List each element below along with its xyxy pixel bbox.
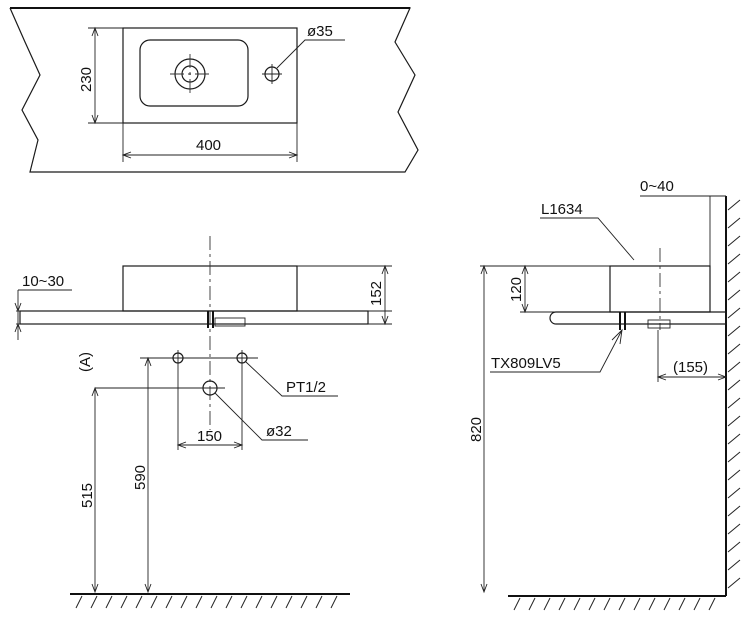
front-view-marker-a: (A): [77, 352, 94, 372]
top-view-width-label: 400: [196, 137, 221, 154]
side-view-basin-model-label: L1634: [541, 201, 583, 218]
side-view-drain-offset-label: (155): [673, 359, 708, 376]
side-view-wall-gap-label: 0~40: [640, 178, 674, 195]
side-view: L1634 0~40 120 TX809LV5 (155) 820: [468, 178, 741, 611]
front-view-supply-thread-label: PT1/2: [286, 379, 326, 396]
side-view-counter: [549, 311, 727, 325]
front-view-supply-spacing-label: 150: [197, 428, 222, 445]
top-view-counter-outline: [9, 7, 419, 173]
front-view-counter-thickness-label: 10~30: [22, 273, 64, 290]
front-view-basin-height-label: 152: [368, 281, 385, 306]
front-view-counter: [19, 310, 369, 325]
top-view: ø35 230 400: [9, 7, 419, 173]
top-view-basin-outer: [122, 27, 298, 124]
side-view-rim-height-label: 120: [508, 277, 525, 302]
front-view: 10~30 152 (A) PT1/2 ø32 150: [14, 236, 392, 609]
side-view-drain-model-label: TX809LV5: [491, 355, 561, 372]
side-view-counter-height-label: 820: [468, 417, 485, 442]
front-view-drain-height-label: 515: [79, 483, 96, 508]
front-view-drain-diameter-label: ø32: [266, 423, 292, 440]
top-view-depth-label: 230: [78, 67, 95, 92]
top-view-basin-bowl: [139, 39, 249, 107]
front-view-supply-height-label: 590: [132, 465, 149, 490]
top-view-tap-diameter-label: ø35: [307, 23, 333, 40]
